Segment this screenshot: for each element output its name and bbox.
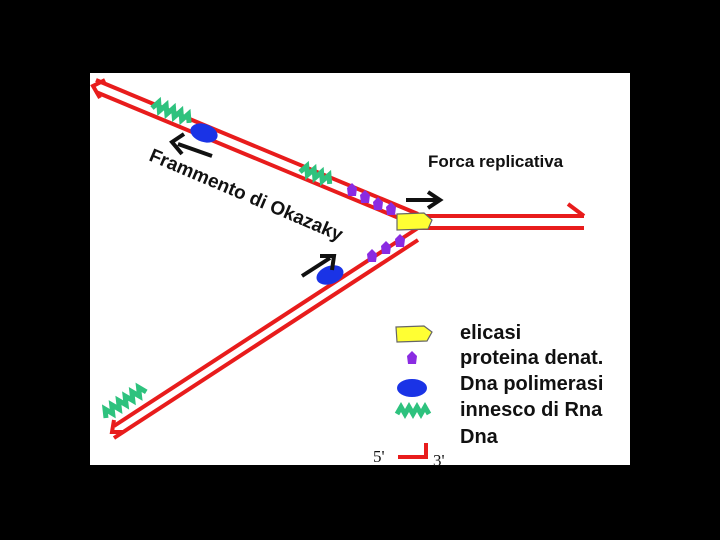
legend-label-dna: Dna <box>460 426 499 448</box>
legend-dna-polymerase-icon <box>397 379 427 397</box>
ssb-protein-icon <box>381 241 391 254</box>
dna-polymerase-icon <box>316 265 344 285</box>
legend-ssb-protein-icon <box>407 351 417 364</box>
ssb-protein-icon <box>367 249 377 262</box>
legend-label-ssb-protein: proteina denat. <box>460 347 603 369</box>
lower-dna-strands <box>109 226 420 440</box>
diagram-title: Forca replicativa <box>428 152 564 171</box>
polymerase-direction-arrow <box>169 132 213 158</box>
helicase-icon <box>396 212 433 231</box>
parent-dna-duplex <box>418 202 586 230</box>
fork-direction-arrow <box>406 190 444 210</box>
okazaki-fragment-label: Frammento di Okazaky <box>146 145 346 246</box>
lower-strand-arrowhead <box>109 419 124 434</box>
rna-primer-icon <box>101 382 148 419</box>
upper-strand-arrowhead <box>90 78 106 100</box>
rna-primer-icon <box>150 96 192 126</box>
legend-label-helicase: elicasi <box>460 322 521 344</box>
legend-helicase-icon <box>395 325 433 343</box>
legend: 5' 3' elicasi proteina denat. Dna polime… <box>373 322 603 470</box>
rna-primer-icon <box>298 160 333 187</box>
dna-polymerase-icon <box>190 123 218 143</box>
polymerase-direction-arrow <box>300 254 337 278</box>
five-prime-label: 5' <box>373 447 385 466</box>
legend-label-rna-primer: innesco di Rna <box>460 399 603 421</box>
legend-rna-primer-icon <box>394 401 432 420</box>
legend-dna-strand-icon <box>398 443 428 459</box>
three-prime-label: 3' <box>433 451 445 470</box>
parent-strand-arrowhead <box>566 202 586 218</box>
legend-label-dna-polymerase: Dna polimerasi <box>460 373 603 395</box>
